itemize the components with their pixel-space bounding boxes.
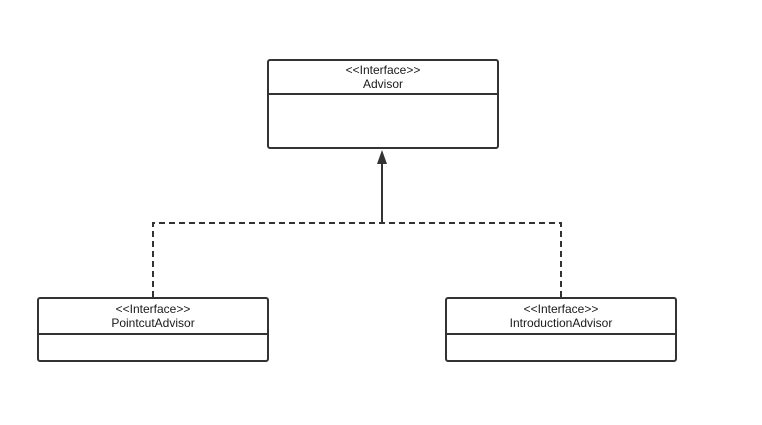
pointcut-advisor-class-name: PointcutAdvisor xyxy=(111,316,195,330)
pointcut-dashed-connector xyxy=(152,222,382,297)
introduction-dashed-connector xyxy=(382,222,562,297)
pointcut-advisor-class-box[interactable]: <<Interface>> PointcutAdvisor xyxy=(37,297,269,362)
introduction-advisor-class-box[interactable]: <<Interface>> IntroductionAdvisor xyxy=(445,297,677,362)
advisor-class-box[interactable]: <<Interface>> Advisor xyxy=(267,59,499,149)
introduction-advisor-stereotype: <<Interface>> xyxy=(523,302,599,316)
inheritance-arrowhead xyxy=(377,150,387,164)
pointcut-advisor-header: <<Interface>> PointcutAdvisor xyxy=(39,299,267,335)
pointcut-advisor-stereotype: <<Interface>> xyxy=(115,302,191,316)
introduction-advisor-class-name: IntroductionAdvisor xyxy=(509,316,613,330)
advisor-stereotype: <<Interface>> xyxy=(345,63,421,77)
introduction-advisor-header: <<Interface>> IntroductionAdvisor xyxy=(447,299,675,335)
advisor-header: <<Interface>> Advisor xyxy=(269,61,497,95)
advisor-class-name: Advisor xyxy=(362,77,403,91)
